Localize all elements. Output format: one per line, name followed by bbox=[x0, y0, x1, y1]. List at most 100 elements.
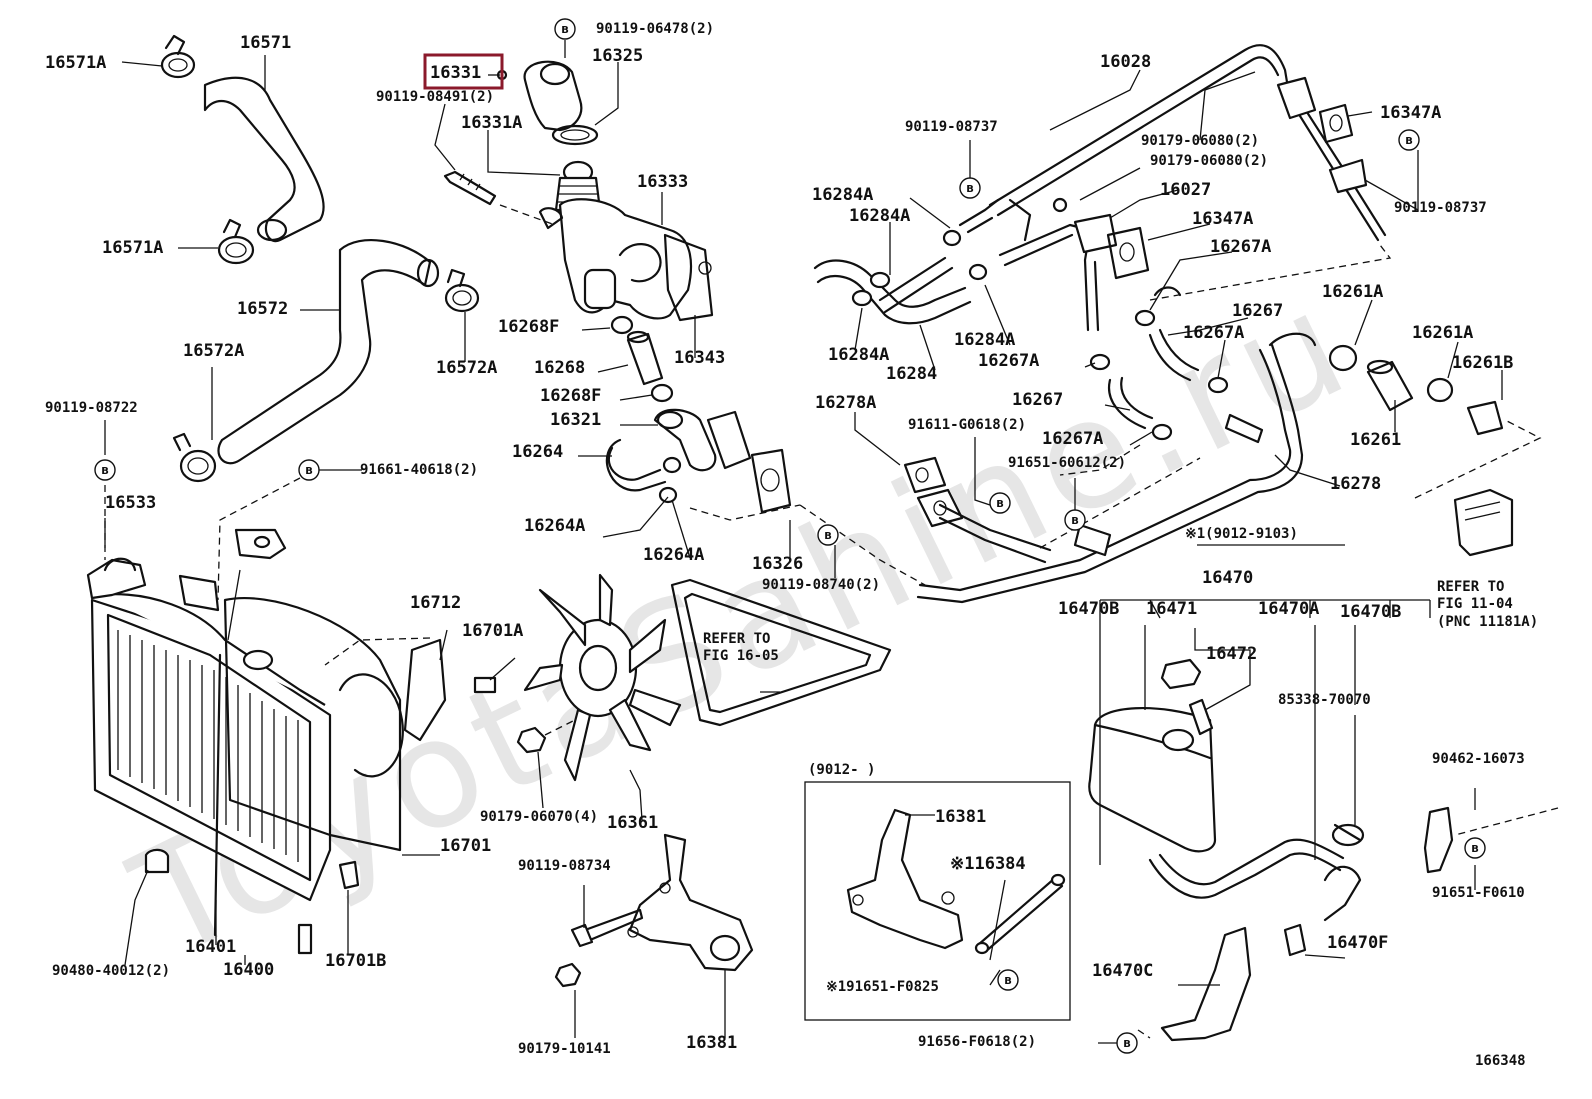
part-label[interactable]: 91651-60612(2) bbox=[1008, 455, 1126, 471]
part-label[interactable]: 16701 bbox=[440, 836, 491, 856]
part-label[interactable]: 90119-08722 bbox=[45, 400, 138, 416]
part-label[interactable]: 16533 bbox=[105, 493, 156, 513]
part-label[interactable]: 16361 bbox=[607, 813, 658, 833]
part-label[interactable]: 16571 bbox=[240, 33, 291, 53]
refer-label[interactable]: REFER TO bbox=[703, 631, 770, 647]
part-label[interactable]: 16470C bbox=[1092, 961, 1153, 981]
hose-16261 bbox=[1328, 344, 1504, 436]
part-label[interactable]: 16472 bbox=[1206, 644, 1257, 664]
part-label[interactable]: 16571A bbox=[102, 238, 163, 258]
part-label[interactable]: 16470 bbox=[1202, 568, 1253, 588]
part-label[interactable]: 16264 bbox=[512, 442, 563, 462]
drawing-number: 166348 bbox=[1475, 1053, 1526, 1069]
part-label[interactable]: 16028 bbox=[1100, 52, 1151, 72]
part-label[interactable]: 16267A bbox=[1210, 237, 1271, 257]
part-label[interactable]: 91651-F0610 bbox=[1432, 885, 1525, 901]
part-label[interactable]: 90119-08737 bbox=[1394, 200, 1487, 216]
bolt-marker-icon: B bbox=[1116, 1032, 1138, 1054]
part-label[interactable]: 91661-40618(2) bbox=[360, 462, 478, 478]
part-label[interactable]: 90179-06070(4) bbox=[480, 809, 598, 825]
part-label[interactable]: 16261 bbox=[1350, 430, 1401, 450]
part-label[interactable]: 91611-G0618(2) bbox=[908, 417, 1026, 433]
svg-text:B: B bbox=[1471, 844, 1479, 855]
part-label[interactable]: 16347A bbox=[1380, 103, 1441, 123]
part-label[interactable]: 90119-08737 bbox=[905, 119, 998, 135]
part-label[interactable]: 16381 bbox=[935, 807, 986, 827]
bolt-marker-icon: B bbox=[94, 459, 116, 481]
part-label[interactable]: 90179-10141 bbox=[518, 1041, 611, 1057]
part-label[interactable]: 16284A bbox=[812, 185, 873, 205]
part-label[interactable]: 16261A bbox=[1322, 282, 1383, 302]
gasket-16343 bbox=[663, 233, 714, 322]
bolt-markers: B B B B B B B B B B B bbox=[94, 18, 1486, 1054]
part-label[interactable]: 16331A bbox=[461, 113, 522, 133]
pipe-16268 bbox=[626, 330, 664, 386]
part-label[interactable]: 16267A bbox=[1042, 429, 1103, 449]
part-label[interactable]: 16470B bbox=[1058, 599, 1119, 619]
part-label[interactable]: 90119-08740(2) bbox=[762, 577, 880, 593]
part-label[interactable]: 16470F bbox=[1327, 933, 1388, 953]
part-label[interactable]: 16571A bbox=[45, 53, 106, 73]
part-label[interactable]: 90119-08491(2) bbox=[376, 89, 494, 105]
part-label[interactable]: 90179-06080(2) bbox=[1141, 133, 1259, 149]
part-label[interactable]: 16267A bbox=[1183, 323, 1244, 343]
part-label[interactable]: 16267 bbox=[1232, 301, 1283, 321]
part-label[interactable]: 16284A bbox=[828, 345, 889, 365]
part-label[interactable]: 16268F bbox=[540, 386, 601, 406]
part-label[interactable]: 16284 bbox=[886, 364, 937, 384]
part-label[interactable]: 16572 bbox=[237, 299, 288, 319]
part-label[interactable]: 16264A bbox=[643, 545, 704, 565]
part-label[interactable]: 16325 bbox=[592, 46, 643, 66]
bracket-16470C bbox=[1160, 926, 1252, 1042]
part-label[interactable]: 16267 bbox=[1012, 390, 1063, 410]
part-label[interactable]: 16027 bbox=[1160, 180, 1211, 200]
part-label[interactable]: 16343 bbox=[674, 348, 725, 368]
part-label[interactable]: 91656-F0618(2) bbox=[918, 1034, 1036, 1050]
part-label[interactable]: 90179-06080(2) bbox=[1150, 153, 1268, 169]
part-label[interactable]: 16268 bbox=[534, 358, 585, 378]
part-label[interactable]: 16347A bbox=[1192, 209, 1253, 229]
part-label[interactable]: 16701B bbox=[325, 951, 386, 971]
refer-label[interactable]: FIG 11-04 bbox=[1437, 596, 1513, 612]
part-label[interactable]: 16572A bbox=[183, 341, 244, 361]
o-ring-16268F-top bbox=[610, 315, 634, 335]
part-label[interactable]: 90119-08734 bbox=[518, 858, 611, 874]
bolt-90119-08491 bbox=[443, 170, 497, 206]
part-label-highlighted[interactable]: 16331 bbox=[430, 63, 481, 83]
part-label[interactable]: 16278A bbox=[815, 393, 876, 413]
part-label[interactable]: 16333 bbox=[637, 172, 688, 192]
part-label[interactable]: 16284A bbox=[954, 330, 1015, 350]
part-label[interactable]: 16572A bbox=[436, 358, 497, 378]
part-label[interactable]: 16278 bbox=[1330, 474, 1381, 494]
refer-label[interactable]: (PNC 11181A) bbox=[1437, 614, 1538, 630]
reservoir-tank-16470 bbox=[1088, 707, 1365, 922]
part-label[interactable]: 16321 bbox=[550, 410, 601, 430]
part-label[interactable]: ※116384 bbox=[950, 854, 1026, 874]
part-label[interactable]: 16381 bbox=[686, 1033, 737, 1053]
svg-text:B: B bbox=[561, 25, 569, 36]
part-label[interactable]: 90480-40012(2) bbox=[52, 963, 170, 979]
part-label[interactable]: 16470B bbox=[1340, 602, 1401, 622]
part-label[interactable]: 16261A bbox=[1412, 323, 1473, 343]
refer-label[interactable]: REFER TO bbox=[1437, 579, 1504, 595]
part-label[interactable]: 16264A bbox=[524, 516, 585, 536]
part-label[interactable]: 16712 bbox=[410, 593, 461, 613]
part-label[interactable]: 16261B bbox=[1452, 353, 1513, 373]
part-label[interactable]: 90119-06478(2) bbox=[596, 21, 714, 37]
hose-16401 bbox=[213, 653, 222, 937]
part-label[interactable]: 16701A bbox=[462, 621, 523, 641]
refer-label[interactable]: FIG 16-05 bbox=[703, 648, 779, 664]
part-label[interactable]: 16400 bbox=[223, 960, 274, 980]
part-label[interactable]: 16326 bbox=[752, 554, 803, 574]
part-label[interactable]: 16284A bbox=[849, 206, 910, 226]
part-label[interactable]: 16470A bbox=[1258, 599, 1319, 619]
svg-text:B: B bbox=[824, 531, 832, 542]
part-label[interactable]: 85338-70070 bbox=[1278, 692, 1371, 708]
part-label[interactable]: 90462-16073 bbox=[1432, 751, 1525, 767]
part-label[interactable]: 16401 bbox=[185, 937, 236, 957]
part-label[interactable]: 16471 bbox=[1146, 599, 1197, 619]
part-label[interactable]: ※191651-F0825 bbox=[826, 979, 939, 995]
part-label[interactable]: 16268F bbox=[498, 317, 559, 337]
part-label[interactable]: 16267A bbox=[978, 351, 1039, 371]
o-ring-16268F-bot bbox=[650, 383, 674, 403]
